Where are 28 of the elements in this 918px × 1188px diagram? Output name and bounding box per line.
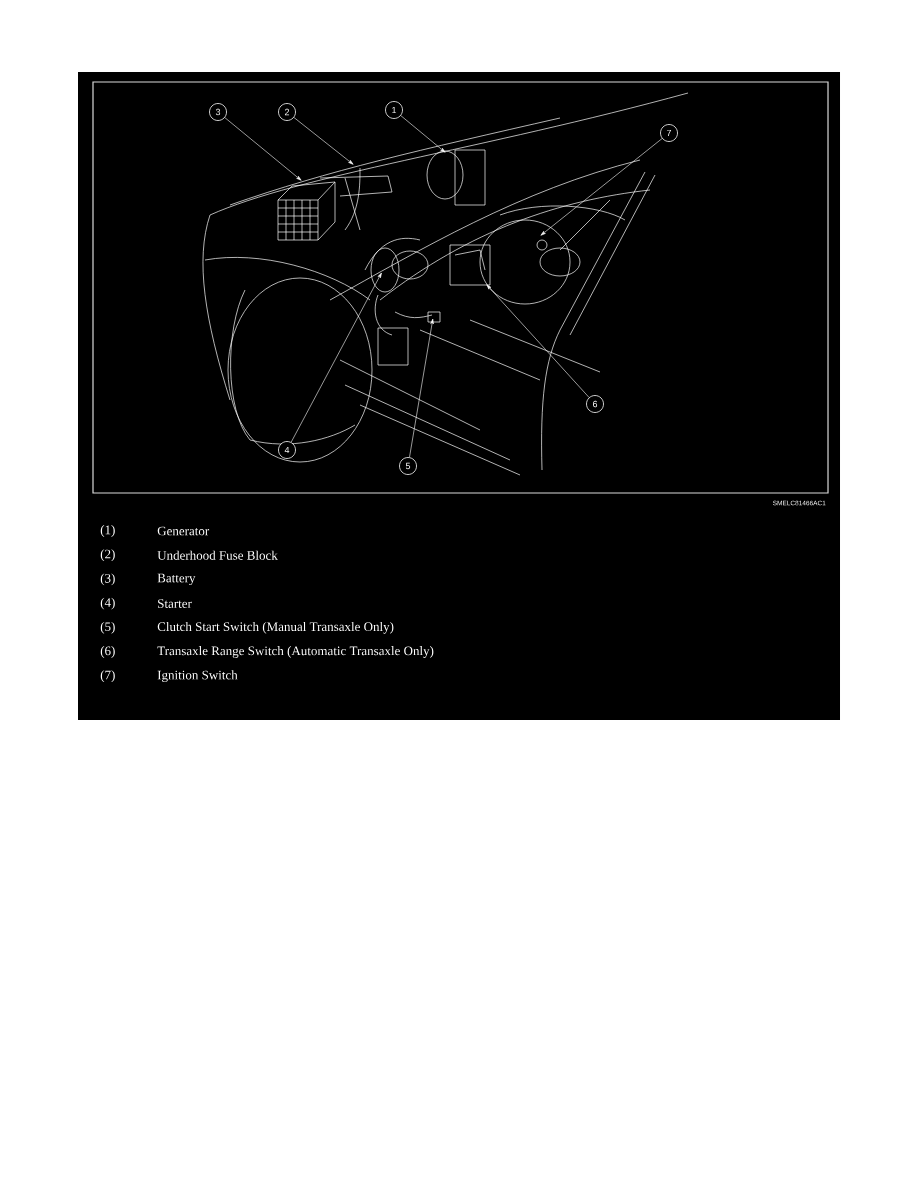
item-name: Starter bbox=[158, 599, 192, 608]
leader-line bbox=[409, 318, 434, 458]
callout-number: 7 bbox=[660, 124, 678, 142]
callout-number: 6 bbox=[586, 395, 604, 413]
leader-line bbox=[293, 117, 354, 165]
leader-line bbox=[540, 138, 663, 236]
item-number: (6) bbox=[100, 646, 115, 658]
callout-number: 3 bbox=[209, 103, 227, 121]
callout-number: 4 bbox=[278, 441, 296, 459]
item-number: (3) bbox=[100, 573, 115, 586]
item-name: Ignition Switch bbox=[157, 670, 238, 683]
callout-number: 1 bbox=[385, 101, 403, 119]
item-number: (7) bbox=[100, 670, 115, 683]
item-number: (1) bbox=[100, 525, 115, 537]
leader-line bbox=[486, 284, 590, 398]
leader-line bbox=[290, 272, 382, 443]
item-name: Generator bbox=[157, 526, 210, 536]
item-name: Battery bbox=[157, 573, 196, 586]
callout-number: 5 bbox=[399, 457, 417, 475]
item-name: Clutch Start Switch (Manual Transaxle Only) bbox=[157, 621, 394, 634]
item-name: Transaxle Range Switch (Automatic Transaxle Only) bbox=[157, 646, 434, 658]
callout-number: 2 bbox=[278, 103, 296, 121]
item-name: Underhood Fuse Block bbox=[157, 550, 278, 560]
leader-line bbox=[400, 115, 446, 153]
item-number: (5) bbox=[100, 621, 115, 634]
item-number: (4) bbox=[100, 597, 115, 610]
leader-line bbox=[224, 117, 302, 181]
item-number: (2) bbox=[100, 549, 115, 562]
